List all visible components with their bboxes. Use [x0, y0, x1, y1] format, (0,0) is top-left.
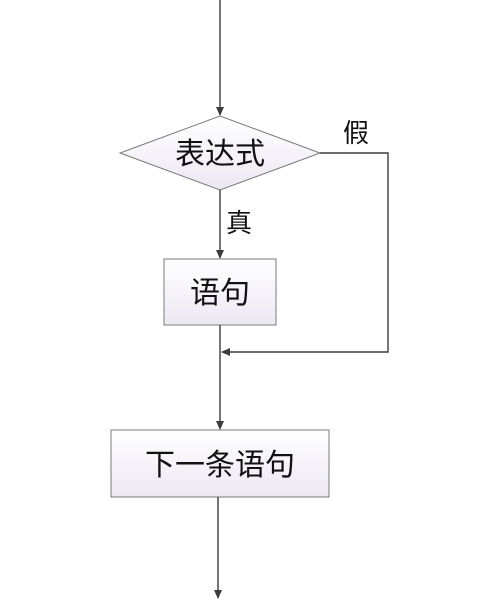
- statement-label: 语句: [190, 276, 250, 311]
- true-branch-label: 真: [226, 209, 252, 239]
- false-branch-label: 假: [343, 119, 369, 149]
- condition-label: 表达式: [175, 137, 265, 172]
- next-statement-box: [110, 429, 330, 498]
- statement-box: [163, 258, 277, 326]
- false-branch-path: [221, 152, 389, 356]
- next-statement-label: 下一条语句: [145, 448, 295, 483]
